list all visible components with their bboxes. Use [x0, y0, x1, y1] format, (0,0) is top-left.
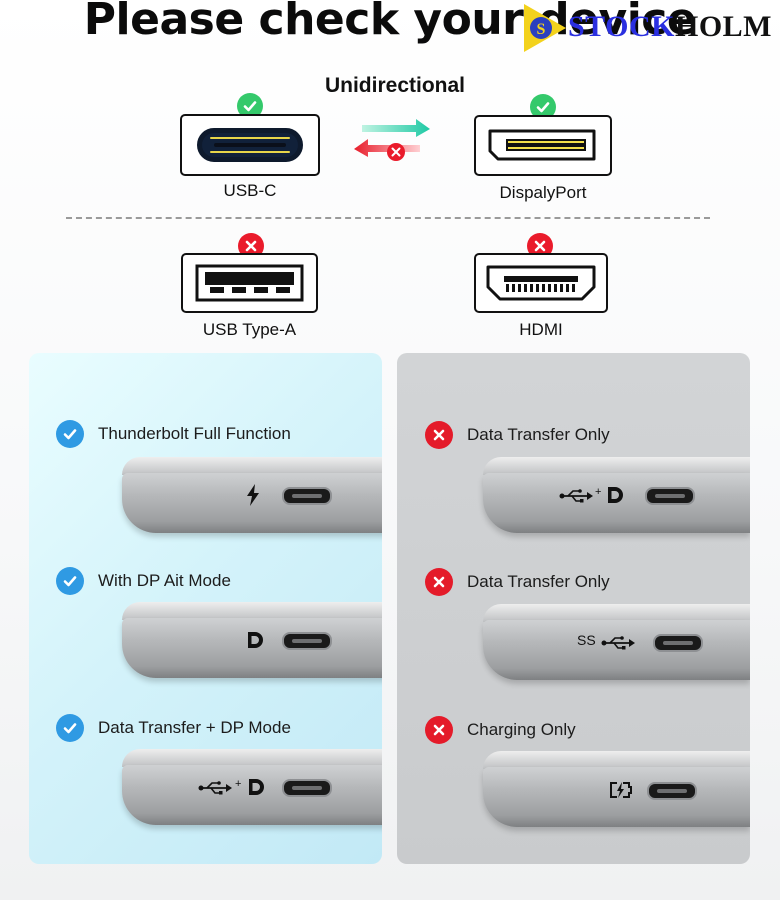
hdmi-label: HDMI [519, 320, 563, 339]
x-icon [425, 568, 453, 596]
x-icon [425, 716, 453, 744]
displayport-logo-icon [249, 779, 264, 795]
feature-label: Data Transfer Only [467, 425, 610, 444]
laptop-side-charging-only [483, 751, 750, 827]
watermark-emblem-icon: S [524, 4, 566, 52]
usb-c-connector-icon [197, 128, 303, 162]
usb-c-port [282, 632, 332, 650]
battery-charging-icon [610, 782, 632, 798]
check-icon [56, 567, 84, 595]
check-icon [56, 420, 84, 448]
usb-symbol-icon [601, 636, 635, 650]
hdmi-port-diagram [474, 253, 608, 313]
usb-c-port [647, 782, 697, 800]
feature-label: Data Transfer + DP Mode [98, 718, 291, 737]
svg-text:S: S [537, 21, 546, 38]
unsupported-item-data-only-1: Data Transfer Only [425, 421, 610, 449]
laptop-side-thunderbolt [122, 457, 382, 533]
watermark-text: STOCKHOLM [568, 10, 772, 43]
feature-label: Charging Only [467, 720, 576, 739]
usb-a-connector-icon [195, 264, 304, 302]
hdmi-connector-icon [486, 265, 596, 301]
supported-item-data-dp: Data Transfer + DP Mode [56, 714, 291, 742]
displayport-label: DispalyPort [499, 183, 587, 202]
check-icon [56, 714, 84, 742]
x-icon [425, 421, 453, 449]
plus-sign: + [595, 486, 602, 498]
usb-c-port [282, 779, 332, 797]
feature-label: Data Transfer Only [467, 572, 610, 591]
usb-symbol-icon [198, 781, 232, 795]
unidirectional-arrows-icon [354, 119, 430, 161]
section-divider [66, 217, 710, 219]
laptop-side-dp-alt [122, 602, 382, 678]
supported-item-thunderbolt: Thunderbolt Full Function [56, 420, 291, 448]
laptop-side-data-dp: + [122, 749, 382, 825]
usb-a-port-diagram [181, 253, 318, 313]
usb-symbol-icon [559, 489, 593, 503]
usb-c-port [653, 634, 703, 652]
page-title: Please check your device [83, 0, 697, 45]
superspeed-label: SS [577, 632, 596, 648]
usb-a-label: USB Type-A [202, 320, 297, 339]
supported-item-dp-alt-mode: With DP Ait Mode [56, 567, 231, 595]
plus-sign: + [235, 778, 242, 790]
laptop-side-data-only-1: + [483, 457, 750, 533]
unsupported-item-charging-only: Charging Only [425, 716, 576, 744]
displayport-connector-icon [488, 129, 596, 161]
displayport-logo-icon [248, 632, 263, 648]
usb-c-port [282, 487, 332, 505]
unidirectional-heading: Unidirectional [324, 74, 466, 97]
displayport-logo-icon [608, 487, 623, 503]
usb-c-port-diagram [180, 114, 320, 176]
stockholm-watermark-logo: S STOCKHOLM [520, 2, 780, 54]
feature-label: With DP Ait Mode [98, 571, 231, 590]
displayport-port-diagram [474, 115, 612, 176]
usb-c-label: USB-C [223, 181, 277, 200]
laptop-side-data-only-2: SS [483, 604, 750, 680]
unsupported-ports-panel: Data Transfer Only + Data Transfer Only … [397, 353, 750, 864]
lightning-icon [247, 484, 259, 506]
unsupported-item-data-only-2: Data Transfer Only [425, 568, 610, 596]
feature-label: Thunderbolt Full Function [98, 424, 291, 443]
supported-ports-panel: Thunderbolt Full Function With DP Ait Mo… [29, 353, 382, 864]
usb-c-port [645, 487, 695, 505]
